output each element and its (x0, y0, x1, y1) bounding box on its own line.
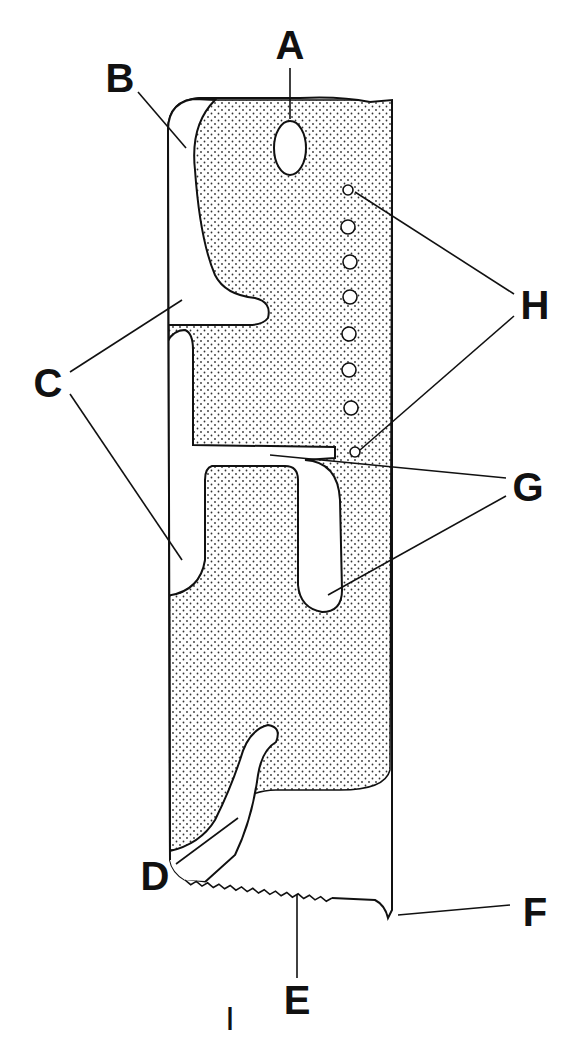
part-label: A (276, 25, 305, 65)
channel-b (166, 99, 269, 325)
channel-c-g (166, 330, 342, 612)
leader-lines (70, 68, 514, 978)
pore-row (341, 185, 360, 457)
figure-number: I (225, 1001, 234, 1035)
part-label: H (521, 285, 550, 325)
channel-d (166, 725, 278, 882)
part-label: B (106, 58, 135, 98)
part-label: F (523, 892, 547, 932)
part-label: E (284, 980, 311, 1020)
part-label: C (34, 363, 63, 403)
part-label: G (512, 467, 543, 507)
outer-outline-left (168, 98, 200, 860)
part-label: D (141, 856, 170, 896)
opening-a (274, 121, 306, 175)
serrated-edge (185, 880, 332, 901)
